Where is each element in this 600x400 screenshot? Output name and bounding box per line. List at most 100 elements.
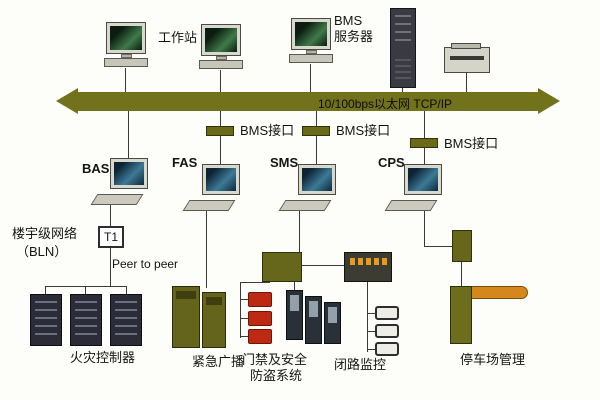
- monitor-icon: [291, 18, 331, 50]
- connector-line: [466, 73, 467, 92]
- keyboard-icon: [90, 194, 144, 205]
- connector-line: [220, 70, 221, 92]
- cctv-screen: [290, 295, 299, 311]
- sms-label: SMS: [270, 155, 299, 170]
- parking-controller-icon: [452, 230, 472, 262]
- connector-line: [367, 349, 375, 350]
- connector-line: [128, 111, 129, 158]
- camera-icon: [375, 324, 399, 338]
- access-control-device-icon: [248, 292, 272, 307]
- monitor-stand: [216, 56, 227, 60]
- printer-icon: [444, 43, 490, 73]
- broadcast-tower-icon: [202, 292, 226, 348]
- cctv-monitor-icon: [305, 296, 322, 344]
- monitor-screen: [205, 28, 237, 52]
- connector-line: [302, 265, 344, 266]
- switch-ports: [350, 258, 388, 265]
- cctv-screen: [328, 307, 337, 323]
- access-control-device-icon: [248, 311, 272, 326]
- cctv-monitor-icon: [324, 302, 341, 344]
- fire-controller-cabinet-icon: [30, 294, 62, 346]
- access-control-device-icon: [248, 329, 272, 344]
- connector-line: [110, 248, 111, 286]
- cps-label: CPS: [378, 155, 405, 170]
- bms-interface-label-2: BMS接口: [336, 123, 391, 138]
- cctv-screen: [309, 301, 318, 317]
- keyboard-icon: [289, 54, 333, 63]
- connector-line: [299, 211, 300, 252]
- bms-server-computer-icon: [289, 18, 333, 64]
- monitor-icon: [298, 164, 336, 195]
- cctv-monitor-icon: [286, 290, 303, 340]
- security-controller-box-icon: [262, 252, 302, 282]
- arrowhead-left-icon: [56, 88, 78, 114]
- monitor-stand: [121, 54, 132, 58]
- peer-to-peer-label: Peer to peer: [112, 257, 179, 271]
- connector-line: [424, 111, 425, 164]
- connector-line: [125, 68, 126, 92]
- monitor-icon: [202, 164, 240, 195]
- connector-line: [461, 262, 462, 288]
- workstation-1-icon: [104, 22, 148, 68]
- monitor-icon: [201, 24, 241, 56]
- keyboard-icon: [182, 200, 236, 211]
- monitor-screen: [408, 168, 438, 191]
- monitor-icon: [404, 164, 442, 195]
- connector-line: [126, 286, 127, 294]
- cabinet-stripes: [75, 301, 97, 337]
- connector-line: [316, 111, 317, 164]
- access-security-label-line1: 门禁及安全: [242, 352, 308, 367]
- bms-server-label-line2: 服务器: [334, 29, 374, 44]
- fire-controller-cabinet-icon: [70, 294, 102, 346]
- bms-server-label-line1: BMS: [334, 13, 363, 28]
- bms-interface-connector: [206, 126, 234, 136]
- server-tower-vents: [395, 59, 411, 81]
- connector-line: [367, 313, 375, 314]
- keyboard-icon: [104, 58, 148, 67]
- connector-line: [220, 111, 221, 164]
- connector-line: [402, 88, 403, 93]
- keyboard-icon: [199, 60, 243, 69]
- arrowhead-right-icon: [538, 88, 560, 114]
- server-tower-slots: [395, 15, 411, 45]
- connector-line: [110, 205, 111, 226]
- fire-controller-cabinet-icon: [110, 294, 142, 346]
- bas-label: BAS: [82, 161, 110, 176]
- monitor-icon: [106, 22, 146, 54]
- keyboard-icon: [278, 200, 332, 211]
- monitor-screen: [295, 22, 327, 46]
- bln-label-line1: 楼宇级网络: [12, 226, 78, 241]
- monitor-screen: [302, 168, 332, 191]
- broadcast-tower-icon: [172, 286, 200, 348]
- tower-band: [176, 291, 196, 299]
- camera-icon: [375, 306, 399, 320]
- cabinet-stripes: [115, 301, 137, 337]
- emergency-broadcast-label: 紧急广播: [192, 354, 245, 369]
- printer-slot: [450, 56, 484, 60]
- monitor-icon: [110, 158, 148, 189]
- connector-line: [45, 286, 127, 287]
- t1-node: T1: [98, 226, 124, 248]
- connector-line: [240, 282, 270, 283]
- connector-line: [206, 211, 207, 288]
- fas-label: FAS: [172, 155, 198, 170]
- monitor-screen: [110, 26, 142, 50]
- bms-interface-label-1: BMS接口: [240, 123, 295, 138]
- camera-icon: [375, 342, 399, 356]
- connector-line: [240, 299, 248, 300]
- monitor-screen: [206, 168, 236, 191]
- cabinet-stripes: [35, 301, 57, 337]
- access-security-label-line2: 防盗系统: [250, 368, 303, 383]
- ethernet-label: 10/100bps以太网 TCP/IP: [318, 97, 453, 111]
- workstation-2-icon: [199, 24, 243, 70]
- printer-paper-tray: [451, 43, 481, 49]
- connector-line: [45, 286, 46, 294]
- bas-computer-icon: [90, 158, 154, 206]
- connector-line: [85, 286, 86, 294]
- connector-line: [424, 246, 452, 247]
- arrow-body: [78, 92, 538, 111]
- workstation-label: 工作站: [158, 30, 198, 45]
- tower-band: [206, 297, 222, 305]
- connector-line: [294, 282, 295, 290]
